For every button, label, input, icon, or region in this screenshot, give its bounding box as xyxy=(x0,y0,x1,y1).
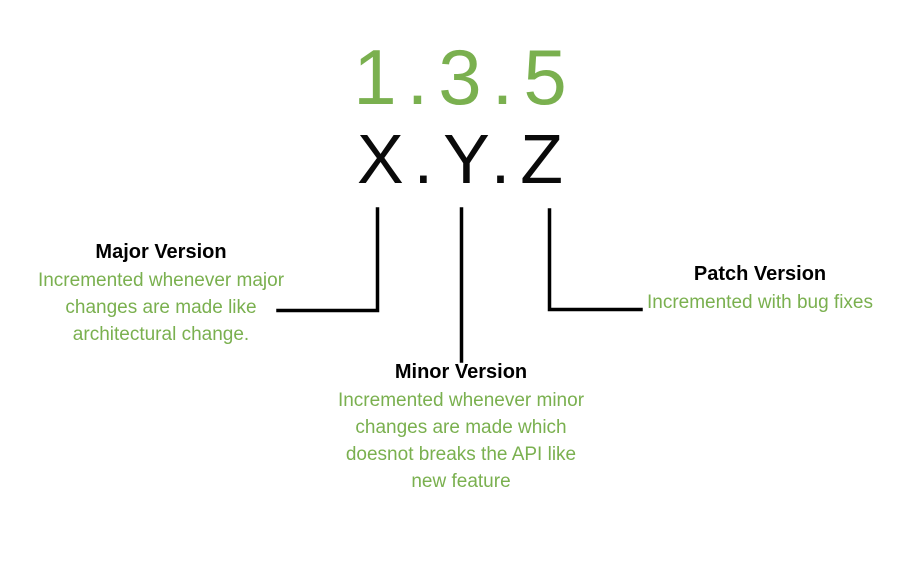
annotation-patch: Patch Version Incremented with bug fixes xyxy=(635,262,885,317)
annotation-major-description: Incremented whenever major changes are m… xyxy=(37,270,285,345)
annotation-patch-description: Incremented with bug fixes xyxy=(646,292,873,313)
version-number-text: 1.3.5 xyxy=(353,33,577,121)
version-placeholder-text: X.Y.Z xyxy=(356,120,573,198)
annotation-major-title: Major Version xyxy=(95,241,227,263)
annotation-minor-title: Minor Version xyxy=(394,361,528,383)
patch-connector-line xyxy=(547,208,643,312)
annotation-minor-description: Incremented whenever minor changes are m… xyxy=(337,390,585,492)
annotation-minor: Minor Version Incremented whenever minor… xyxy=(331,360,591,496)
annotation-patch-title: Patch Version xyxy=(693,263,827,285)
annotation-major: Major Version Incremented whenever major… xyxy=(30,240,292,349)
major-connector-line xyxy=(276,207,380,313)
